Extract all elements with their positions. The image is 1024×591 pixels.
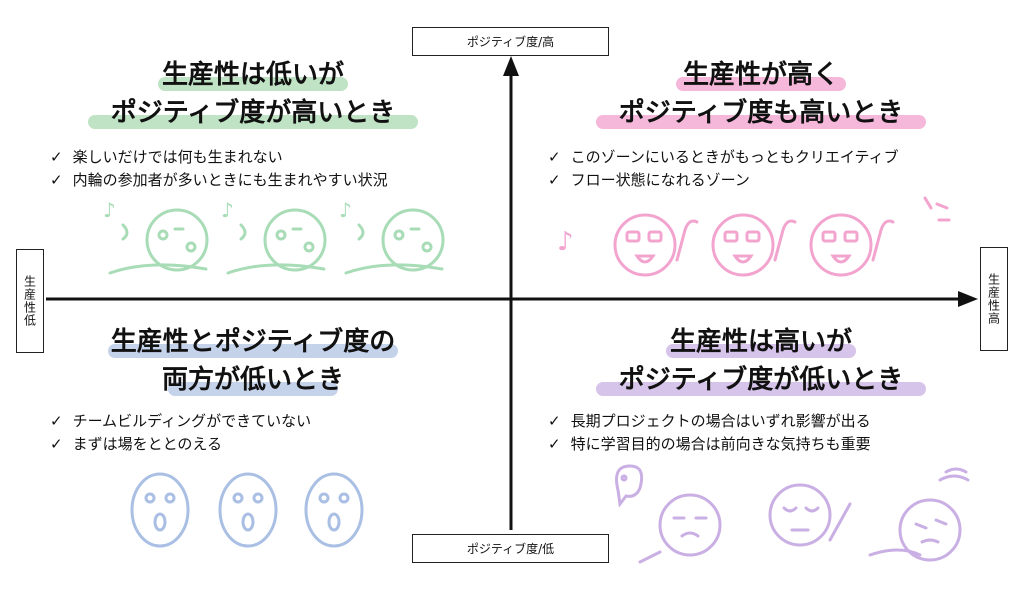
bullet-text: 内輪の参加者が多いときにも生まれやすい状況 [72,171,388,189]
bullet-text: まずは場をととのえる [72,435,222,453]
check-icon: ✓ [548,435,561,453]
tired-face-icon [768,483,852,547]
quadrant-top-right-title: 生産性が高く ポジティブ度も高いとき [596,56,926,132]
svg-text:♪: ♪ [221,198,234,222]
bullet-text: このゾーンにいるときがもっともクリエイティブ [570,148,899,166]
quadrant-bottom-left-title: 生産性とポジティブ度の 両方が低いとき [88,323,418,399]
list-item: ✓ 特に学習目的の場合は前向きな気持ちも重要 [548,433,871,456]
axis-label-left-text: 生産性低 [22,275,37,327]
axis-label-bottom: ポジティブ度/低 [412,534,609,563]
axis-label-right-text: 生産性高 [986,273,1001,325]
check-icon: ✓ [548,148,561,166]
cheering-face-icon [711,213,797,277]
surprised-face-icon [130,472,190,548]
axis-label-right: 生産性高 [980,247,1008,351]
quadrant-top-left-title: 生産性は低いが ポジティブ度が高いとき [88,56,418,132]
axis-label-top-text: ポジティブ度/高 [466,35,555,49]
bullet-text: 長期プロジェクトの場合はいずれ影響が出る [570,412,871,430]
list-item: ✓ 内輪の参加者が多いときにも生まれやすい状況 [50,169,388,192]
horizontal-axis-arrow [958,291,978,307]
quadrant-top-right-bullets: ✓ このゾーンにいるときがもっともクリエイティブ ✓ フロー状態になれるゾーン [548,146,899,192]
list-item: ✓ まずは場をととのえる [50,433,311,456]
bullet-text: 特に学習目的の場合は前向きな気持ちも重要 [570,435,871,453]
axis-label-bottom-text: ポジティブ度/低 [466,542,555,556]
title-line-1: 生産性は高いが [669,327,852,357]
title-line-1: 生産性とポジティブ度の [110,327,396,357]
title-line-2: ポジティブ度が低いとき [618,365,904,395]
list-item: ✓ このゾーンにいるときがもっともクリエイティブ [548,146,899,169]
surprised-face-icon [218,472,278,548]
cheering-face-icon [809,213,895,277]
bottom-right-doodles [615,464,970,564]
list-item: ✓ フロー状態になれるゾーン [548,169,899,192]
title-line-1: 生産性が高く [682,60,839,90]
cheering-face-icon [613,213,699,277]
vertical-axis-arrow [503,56,519,76]
axis-label-top: ポジティブ度/高 [412,27,609,56]
whistling-face-icon: ♪ [221,198,327,275]
bottom-left-doodles [130,472,364,548]
check-icon: ✓ [50,148,63,166]
list-item: ✓ 楽しいだけでは何も生まれない [50,146,388,169]
quadrant-bottom-right-bullets: ✓ 長期プロジェクトの場合はいずれ影響が出る ✓ 特に学習目的の場合は前向きな気持ち… [548,410,871,456]
check-icon: ✓ [50,435,63,453]
list-item: ✓ チームビルディングができていない [50,410,311,433]
quadrant-bottom-left-bullets: ✓ チームビルディングができていない ✓ まずは場をととのえる [50,410,311,456]
bullet-text: フロー状態になれるゾーン [570,171,750,189]
top-left-doodles: ♪ ♪ ♪ [103,198,445,275]
surprised-face-icon [304,472,364,548]
bullet-text: チームビルディングができていない [72,412,312,430]
music-note-icon: ♪ [557,227,574,257]
title-line-2: 両方が低いとき [161,365,344,395]
list-item: ✓ 長期プロジェクトの場合はいずれ影響が出る [548,410,871,433]
tired-face-icon [868,467,970,562]
check-icon: ✓ [50,412,63,430]
title-line-2: ポジティブ度が高いとき [110,98,396,128]
svg-text:♪: ♪ [103,198,116,222]
ghost-icon [615,464,644,508]
tired-face-icon [638,493,722,564]
whistling-face-icon: ♪ [103,198,209,275]
axis-label-left: 生産性低 [16,249,44,353]
title-line-2: ポジティブ度も高いとき [618,98,904,128]
quadrant-bottom-right-title: 生産性は高いが ポジティブ度が低いとき [596,323,926,399]
quadrant-top-left-bullets: ✓ 楽しいだけでは何も生まれない ✓ 内輪の参加者が多いときにも生まれやすい状況 [50,146,388,192]
title-line-1: 生産性は低いが [161,60,344,90]
check-icon: ✓ [50,171,63,189]
check-icon: ✓ [548,171,561,189]
top-right-doodles: ♪ [557,196,951,277]
bullet-text: 楽しいだけでは何も生まれない [72,148,283,166]
check-icon: ✓ [548,412,561,430]
svg-text:♪: ♪ [339,198,352,222]
whistling-face-icon: ♪ [339,198,445,275]
